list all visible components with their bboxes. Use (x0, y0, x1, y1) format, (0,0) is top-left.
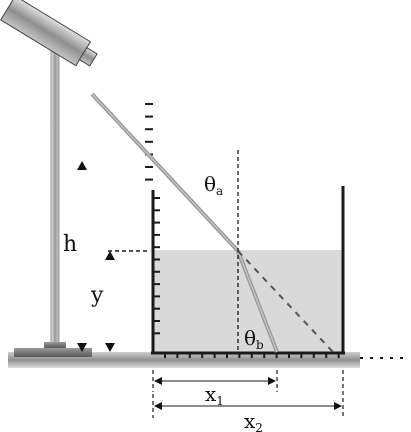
incident-beam-core (91, 93, 239, 252)
stand-base (14, 348, 92, 357)
h-label: h (63, 232, 77, 257)
water (153, 250, 343, 352)
height-y-dimension (105, 251, 115, 352)
refracted-beam-core (237, 250, 278, 353)
theta-b-label: θb (244, 326, 264, 352)
x2-dimension (152, 370, 344, 418)
x2-label: x2 (244, 409, 263, 432)
x1-dimension (152, 370, 278, 392)
ground-surface (8, 352, 360, 368)
theta-a-label: θa (204, 172, 223, 198)
floor-ruler-ticks (164, 352, 340, 358)
wall-ruler-ticks (153, 197, 160, 335)
upper-ruler-ticks (145, 103, 153, 181)
stand-pole (50, 39, 60, 349)
y-label: y (90, 283, 104, 308)
height-h-dimension (77, 161, 87, 352)
x1-label: x1 (205, 382, 224, 408)
laser-pointer (0, 0, 98, 67)
stand-base-top (44, 342, 66, 348)
